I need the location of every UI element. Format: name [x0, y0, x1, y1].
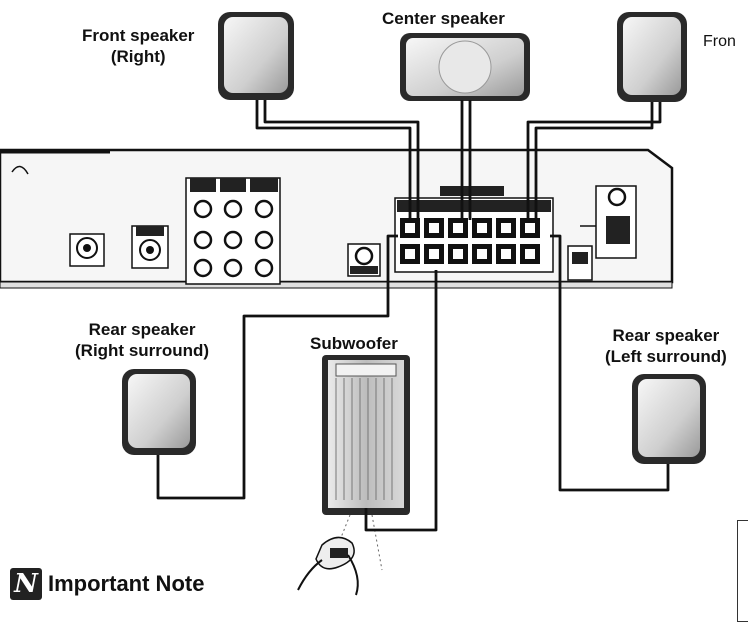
connection-diagram: [0, 12, 706, 596]
front-left-speaker: [617, 12, 687, 102]
label-center-speaker: Center speaker: [382, 9, 505, 28]
note-icon: N: [10, 568, 42, 600]
label-rear-left-speaker: Rear speaker (Left surround): [605, 326, 727, 366]
receiver-back-panel: [0, 148, 674, 289]
rear-left-speaker: [632, 374, 706, 464]
center-speaker: [400, 33, 530, 101]
subwoofer: [297, 355, 410, 596]
label-rear-right-speaker: Rear speaker (Right surround): [75, 320, 210, 360]
label-subwoofer: Subwoofer: [310, 334, 398, 353]
speaker-wires: [156, 100, 670, 532]
note-title: Important Note: [48, 571, 205, 596]
important-note: N Important Note: [10, 568, 204, 600]
label-front-right-speaker: Front speaker (Right): [82, 26, 195, 66]
front-right-speaker: [218, 12, 294, 100]
rear-right-speaker: [122, 369, 196, 455]
label-front-left-speaker: Fron: [703, 33, 736, 50]
